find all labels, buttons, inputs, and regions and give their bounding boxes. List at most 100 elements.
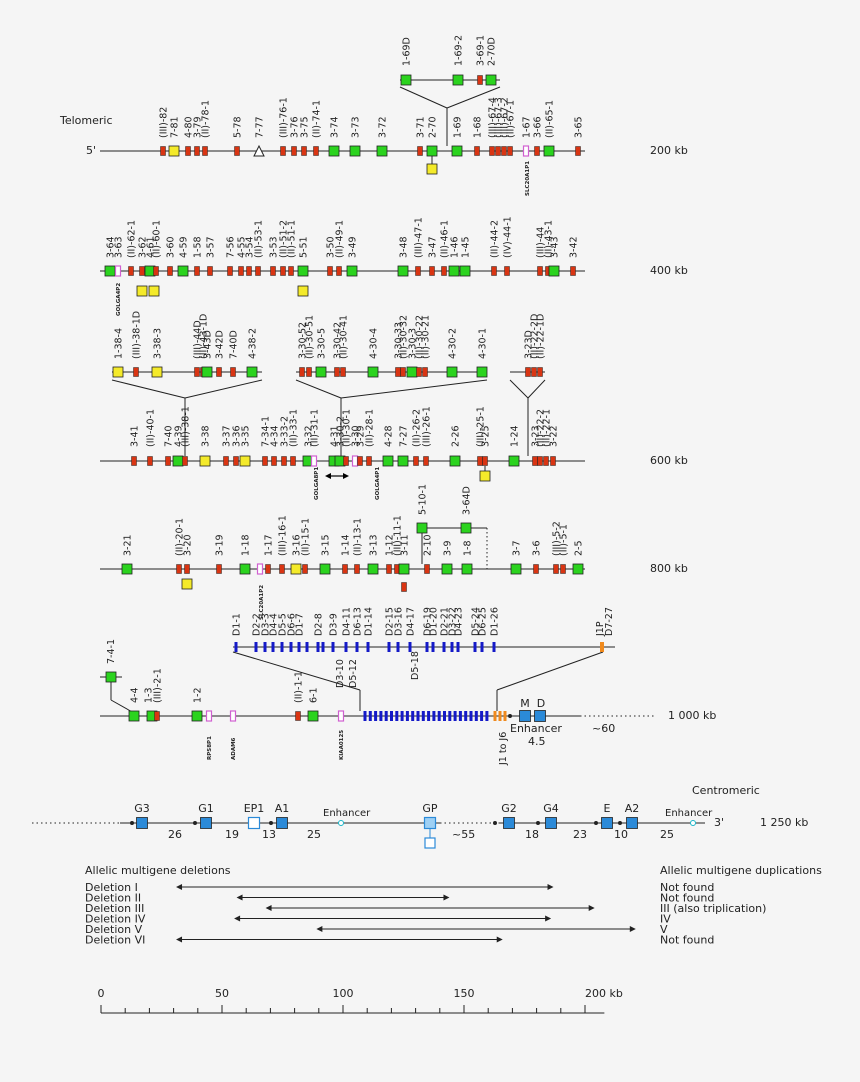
row3-insert-a-label-1: (III)-38-1D [132, 311, 143, 359]
row3-insert-b-gene-1 [306, 367, 312, 377]
row3-gene-11 [281, 456, 287, 466]
row3-gene-3 [172, 455, 184, 467]
row2-label-2: (II)-62-1 [127, 220, 138, 258]
duplication-status-3: IV [660, 913, 671, 926]
row3-gene-28 [508, 455, 520, 467]
row6-gene-0 [136, 817, 148, 829]
row2-label-31: 3-43 [550, 236, 561, 258]
row2-label-21: 3-48 [399, 236, 410, 258]
row3-insert-a-gene-7 [230, 367, 236, 377]
row2-gene-15 [280, 266, 286, 276]
row2-label-26: 1-45 [461, 236, 472, 258]
row2-gene-23 [429, 266, 435, 276]
row3-insert-a-gene-1 [133, 367, 139, 377]
tilde-60-label: ~60 [592, 722, 616, 735]
row2-label-13: (II)-53-1 [254, 220, 265, 258]
row5-dcluster [379, 711, 383, 721]
row4-label-19: 3-7 [512, 540, 523, 556]
row4-label-5: 1-17 [264, 534, 275, 556]
row6-gene-5 [503, 817, 515, 829]
row1-gene-24 [543, 145, 555, 157]
kb-label-600: 600 kb [650, 454, 688, 467]
row6-gene-1 [200, 817, 212, 829]
row4-gene-21 [533, 564, 539, 574]
row5-dcluster [395, 711, 399, 721]
row5-dcluster [416, 711, 420, 721]
row5-dcluster [458, 711, 462, 721]
row5-dgene-10 [355, 642, 359, 652]
row3-insert-b-label-4: (II)-30-41 [339, 315, 350, 359]
row4-gene-1 [176, 564, 182, 574]
deletion-arrow-left-2 [265, 905, 272, 911]
row3-label-15: 4-31 [330, 425, 341, 447]
row3-pseudo-label-1: GOLGA4P1 [375, 467, 381, 500]
row1-gene-21 [507, 146, 513, 156]
row5-dgene-6 [297, 642, 301, 652]
row2-label-14: 3-53 [269, 236, 280, 258]
row5-constant-d [534, 710, 546, 722]
row4-gene-23 [560, 564, 566, 574]
row3-insert-b-label-7: (II)-30-32 [399, 315, 410, 359]
row3-label-26: (III)-25-1 [476, 406, 487, 447]
row3-label-24: (III)-26-1 [422, 406, 433, 447]
row3-insert-c-gene-0 [525, 367, 531, 377]
scale-label-2: 100 [333, 987, 354, 1000]
row5-dgene-22 [492, 642, 496, 652]
row3-label-22: 7-27 [399, 425, 410, 447]
row2-pseudo-label: GOLGA4P2 [116, 283, 122, 316]
row2-gene-31 [548, 265, 560, 277]
row3-gene-2 [165, 456, 171, 466]
row5-dcluster [374, 711, 378, 721]
row6-dot-5 [594, 821, 598, 825]
row4-gene-4 [239, 563, 251, 575]
row3-insert-a-label-2: 3-38-3 [153, 328, 164, 359]
row2-label-29: (III)-44 [536, 227, 547, 258]
row5-dgene-label-7: D2-8 [314, 613, 325, 636]
row5-dgene-label-15: D6-19 [423, 607, 434, 636]
row1-gene-17 [474, 146, 480, 156]
row6-label-5: G2 [501, 802, 517, 815]
row5-dgene-label-4: D5-5 [278, 613, 289, 636]
row3-insert-a-label-7: 7-40D [229, 330, 240, 359]
row2-label-18: 3-50 [326, 236, 337, 258]
row2-gene-24 [441, 266, 447, 276]
row3-label-20: (II)-28-1 [365, 409, 376, 447]
row1-label-24: (II)-65-1 [545, 100, 556, 138]
row2-gene-8 [194, 266, 200, 276]
row4-label-18: 1-8 [463, 540, 474, 556]
row1-label-12: 3-73 [351, 116, 362, 138]
row1-insert-gene-2 [477, 75, 483, 85]
deletions-title: Allelic multigene deletions [85, 864, 231, 877]
row5-dlower-label-0: D3-10 [335, 659, 346, 688]
row2-gene-26 [459, 265, 471, 277]
row5-dgene-11 [366, 642, 370, 652]
row4-gene-6 [265, 564, 271, 574]
row1-label-22: 1-67 [522, 116, 533, 138]
row3-insert-b-label-1: (II)-30-51 [305, 315, 316, 359]
row6-distance-6: 10 [614, 828, 628, 841]
enhancer-label-centromeric-1: Enhancer [323, 808, 371, 819]
row3-label-6: 3-37 [222, 425, 233, 447]
row5-nonig-label-2: KIAA0125 [339, 730, 345, 760]
row3-insert-b-label-11: 4-30-2 [448, 328, 459, 359]
row5-dcluster [363, 711, 367, 721]
row4-gene-20 [510, 563, 522, 575]
enhancer-label: Enhancer [510, 722, 562, 735]
row6-gene-2 [247, 816, 261, 830]
row5-dgene-5 [289, 642, 293, 652]
row3-insert-b-gene-10 [422, 367, 428, 377]
row3-label-19: 3-29 [356, 425, 367, 447]
row2-gene-14 [270, 266, 276, 276]
row4-gene-10 [319, 563, 331, 575]
row5-label-1: 4-4 [130, 687, 141, 703]
row5-gene-7-4-1 [105, 671, 117, 683]
row3-gene-20 [366, 456, 372, 466]
row3-gene-29 [532, 456, 538, 466]
row2-label-20: 3-49 [348, 236, 359, 258]
row2-orf-b [148, 285, 160, 297]
row6-distance-2: 13 [262, 828, 276, 841]
row4-gene-7 [279, 564, 285, 574]
row1-gene-23 [534, 146, 540, 156]
row5-d5-18-label: D5-18 [410, 651, 421, 680]
